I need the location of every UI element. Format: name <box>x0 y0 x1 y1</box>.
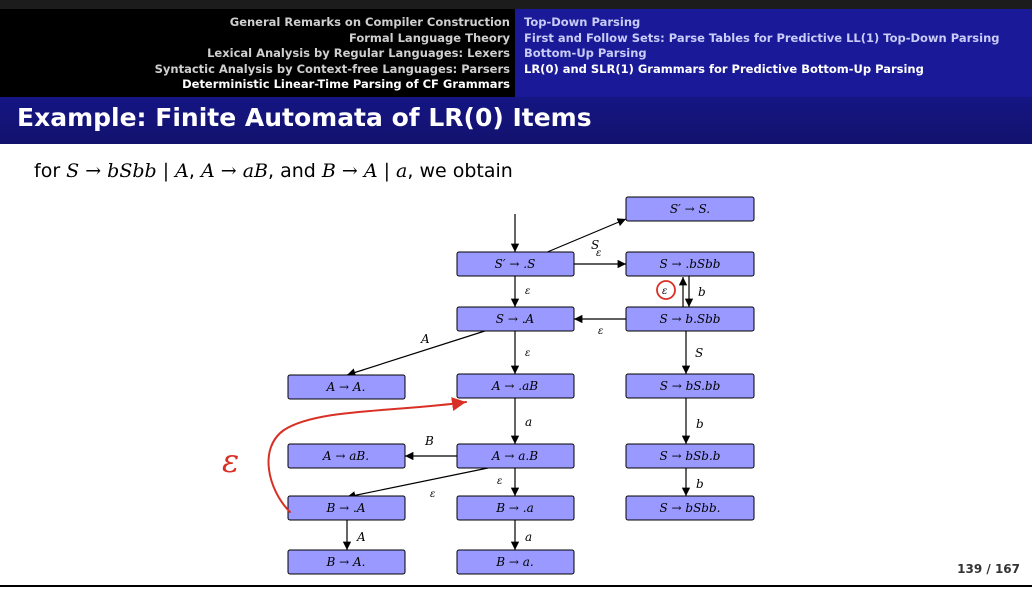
footer-rule <box>0 585 1032 587</box>
label-edge-b-left: B <box>424 434 434 448</box>
label-edge-eps-sp-to-s: ε <box>596 248 601 259</box>
nav-section-syntactic-analysis[interactable]: Syntactic Analysis by Context-free Langu… <box>154 61 510 76</box>
label-edge-eps-back: ε <box>598 326 603 337</box>
label-edge-eps-down-3: ε <box>497 476 502 487</box>
label-edge-a-diag: A <box>420 332 430 346</box>
intro-sep-2: , and <box>268 160 322 182</box>
nav-section-general-remarks[interactable]: General Remarks on Compiler Construction <box>229 15 510 29</box>
lr0-states: S′ → S. S′ → .S S → .bSbb S → .A S → b.S… <box>287 196 755 575</box>
label-edge-a-bottom-mid: a <box>525 530 532 544</box>
svg-text:S → bSbb.: S → bSbb. <box>660 501 721 515</box>
handwritten-epsilon-arrow <box>267 397 467 513</box>
intro-rule-a: A → aB <box>201 160 269 182</box>
svg-text:B → .A: B → .A <box>326 501 366 515</box>
svg-text:S → bSb.b: S → bSb.b <box>660 449 721 463</box>
svg-text:A → a.B: A → a.B <box>491 449 538 463</box>
svg-text:S → .A: S → .A <box>496 312 535 326</box>
state-b-dot-a[interactable]: B → .a <box>456 495 575 521</box>
label-edge-eps-down-2: ε <box>525 348 530 359</box>
svg-text:B → A.: B → A. <box>326 555 366 569</box>
state-b-a[interactable]: B → .A <box>287 495 406 521</box>
intro-sep-1: , <box>188 160 201 182</box>
state-b-a-done[interactable]: B → A. <box>287 549 406 575</box>
state-s-a[interactable]: S → .A <box>456 306 575 332</box>
svg-text:S → bS.bb: S → bS.bb <box>660 379 721 393</box>
nav-section-formal-language-theory[interactable]: Formal Language Theory <box>348 30 510 45</box>
transition-labels: S ε ε b ε A ε S a b B ε b ε A a <box>356 238 706 544</box>
handwritten-circle-mark <box>656 280 676 300</box>
label-edge-s-right: S <box>695 346 703 360</box>
intro-sentence: for S → bSbb | A, A → aB, and B → A | a,… <box>34 160 513 182</box>
label-edge-b-up: b <box>698 285 706 299</box>
nav-section-lexical-analysis[interactable]: Lexical Analysis by Regular Languages: L… <box>207 46 510 61</box>
state-b-a-term[interactable]: B → a. <box>456 549 575 575</box>
state-a-ab[interactable]: A → .aB <box>456 373 575 399</box>
svg-text:S′ → .S: S′ → .S <box>495 257 536 271</box>
svg-text:S → .bSbb: S → .bSbb <box>660 257 721 271</box>
state-a-ab-done[interactable]: A → aB. <box>287 443 406 469</box>
state-sp-s-done[interactable]: S′ → S. <box>625 196 755 222</box>
state-s-b-sbb[interactable]: S → b.Sbb <box>625 306 755 332</box>
label-edge-a-down: a <box>525 415 532 429</box>
transition-arrows <box>342 214 694 550</box>
handwritten-annotations: ε ε <box>222 280 676 513</box>
svg-text:B → a.: B → a. <box>495 555 533 569</box>
handwritten-epsilon-label: ε <box>222 442 239 480</box>
page-number: 139 / 167 <box>957 562 1020 576</box>
label-edge-eps-circled: ε <box>662 286 667 297</box>
label-edge-s-top: S <box>591 238 599 252</box>
label-edge-b-right-2: b <box>696 477 704 491</box>
svg-text:S′ → S.: S′ → S. <box>670 202 710 216</box>
slide-title-text: Example: Finite Automata of LR(0) Items <box>17 103 592 132</box>
intro-prefix: for <box>34 160 67 182</box>
slide-header: General Remarks on Compiler Construction… <box>0 9 1032 97</box>
state-s-bsbb-done[interactable]: S → bSbb. <box>625 495 755 521</box>
slide-title: Example: Finite Automata of LR(0) Items <box>0 97 1032 144</box>
svg-text:B → .a: B → .a <box>495 501 533 515</box>
state-sp-s[interactable]: S′ → .S <box>456 251 575 277</box>
state-a-a-b[interactable]: A → a.B <box>456 443 575 469</box>
top-bar <box>0 0 1032 9</box>
section-navigation: General Remarks on Compiler Construction… <box>0 9 515 97</box>
svg-text:S → b.Sbb: S → b.Sbb <box>660 312 721 326</box>
nav-subsection-lr0-slr1[interactable]: LR(0) and SLR(1) Grammars for Predictive… <box>524 61 924 76</box>
svg-text:A → aB.: A → aB. <box>322 449 369 463</box>
edge-s-a-to-a-a-done <box>346 329 489 377</box>
intro-rule-s: S → bSbb | A <box>66 160 189 182</box>
svg-text:A → .aB: A → .aB <box>491 379 538 393</box>
state-a-a-done[interactable]: A → A. <box>287 374 406 400</box>
edge-a-a-b-to-b-a <box>346 467 489 500</box>
label-edge-eps-down-1: ε <box>525 286 530 297</box>
subsection-navigation: Top-Down Parsing First and Follow Sets: … <box>515 9 1032 97</box>
nav-subsection-first-follow[interactable]: First and Follow Sets: Parse Tables for … <box>524 30 1000 45</box>
state-s-bsb-b[interactable]: S → bSb.b <box>625 443 755 469</box>
nav-subsection-top-down[interactable]: Top-Down Parsing <box>524 15 641 29</box>
label-edge-a-bottom-left: A <box>356 530 366 544</box>
state-s-bs-bb[interactable]: S → bS.bb <box>625 373 755 399</box>
nav-subsection-bottom-up[interactable]: Bottom-Up Parsing <box>524 46 647 61</box>
label-edge-b-right-1: b <box>696 417 704 431</box>
nav-section-deterministic-parsing[interactable]: Deterministic Linear-Time Parsing of CF … <box>182 77 510 92</box>
intro-suffix: , we obtain <box>407 160 513 182</box>
label-edge-eps-diag: ε <box>430 489 435 500</box>
svg-text:A → A.: A → A. <box>326 380 366 394</box>
edge-sp-s-to-sp-s-done <box>544 218 627 254</box>
state-s-bsbb[interactable]: S → .bSbb <box>625 251 755 277</box>
intro-rule-b: B → A | a <box>321 160 408 182</box>
